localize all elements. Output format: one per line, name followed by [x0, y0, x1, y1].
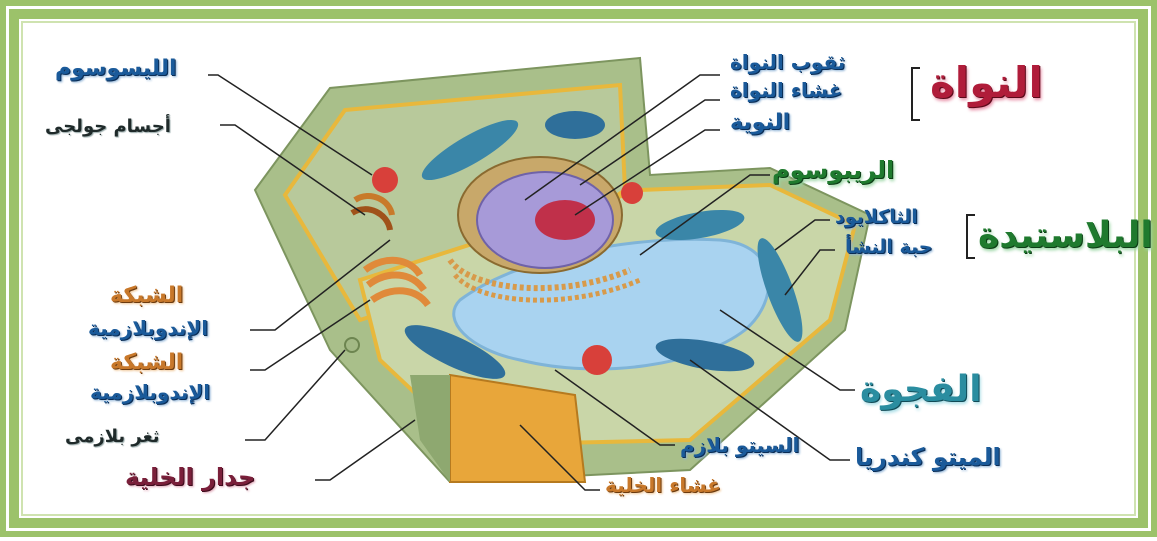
label-plasmodesma: ثغر بلازمى	[65, 428, 160, 446]
label-cell-wall: جدار الخلية	[125, 465, 255, 489]
label-nuclear-pores: ثقوب النواة	[730, 52, 845, 72]
label-mitochondria: الميتو كندريا	[855, 445, 1001, 469]
label-nuclear-membrane: غشاء النواة	[730, 80, 842, 100]
label-starch-grain: حبة النشأ	[845, 238, 932, 257]
label-lysosome: الليسوسوم	[55, 58, 177, 80]
label-er-smooth-2: الإندوبلازمية	[90, 382, 210, 402]
label-thylakoid: الثاكلايود	[835, 208, 918, 227]
label-nucleolus: النوية	[730, 112, 790, 134]
label-ribosome: الريبوسوم	[772, 158, 894, 182]
label-cytoplasm: السيتو بلازم	[680, 435, 799, 455]
label-cell-membrane: غشاء الخلية	[605, 475, 721, 495]
label-plastid: البلاستيدة	[978, 218, 1153, 254]
label-nucleus: النواة	[930, 62, 1043, 104]
label-vacuole: الفجوة	[860, 372, 982, 408]
label-er-rough: الشبكة	[110, 285, 183, 307]
label-er-rough-2: الإندوبلازمية	[88, 318, 208, 338]
label-golgi: أجسام جولجى	[45, 118, 171, 136]
label-er-smooth: الشبكة	[110, 352, 183, 374]
